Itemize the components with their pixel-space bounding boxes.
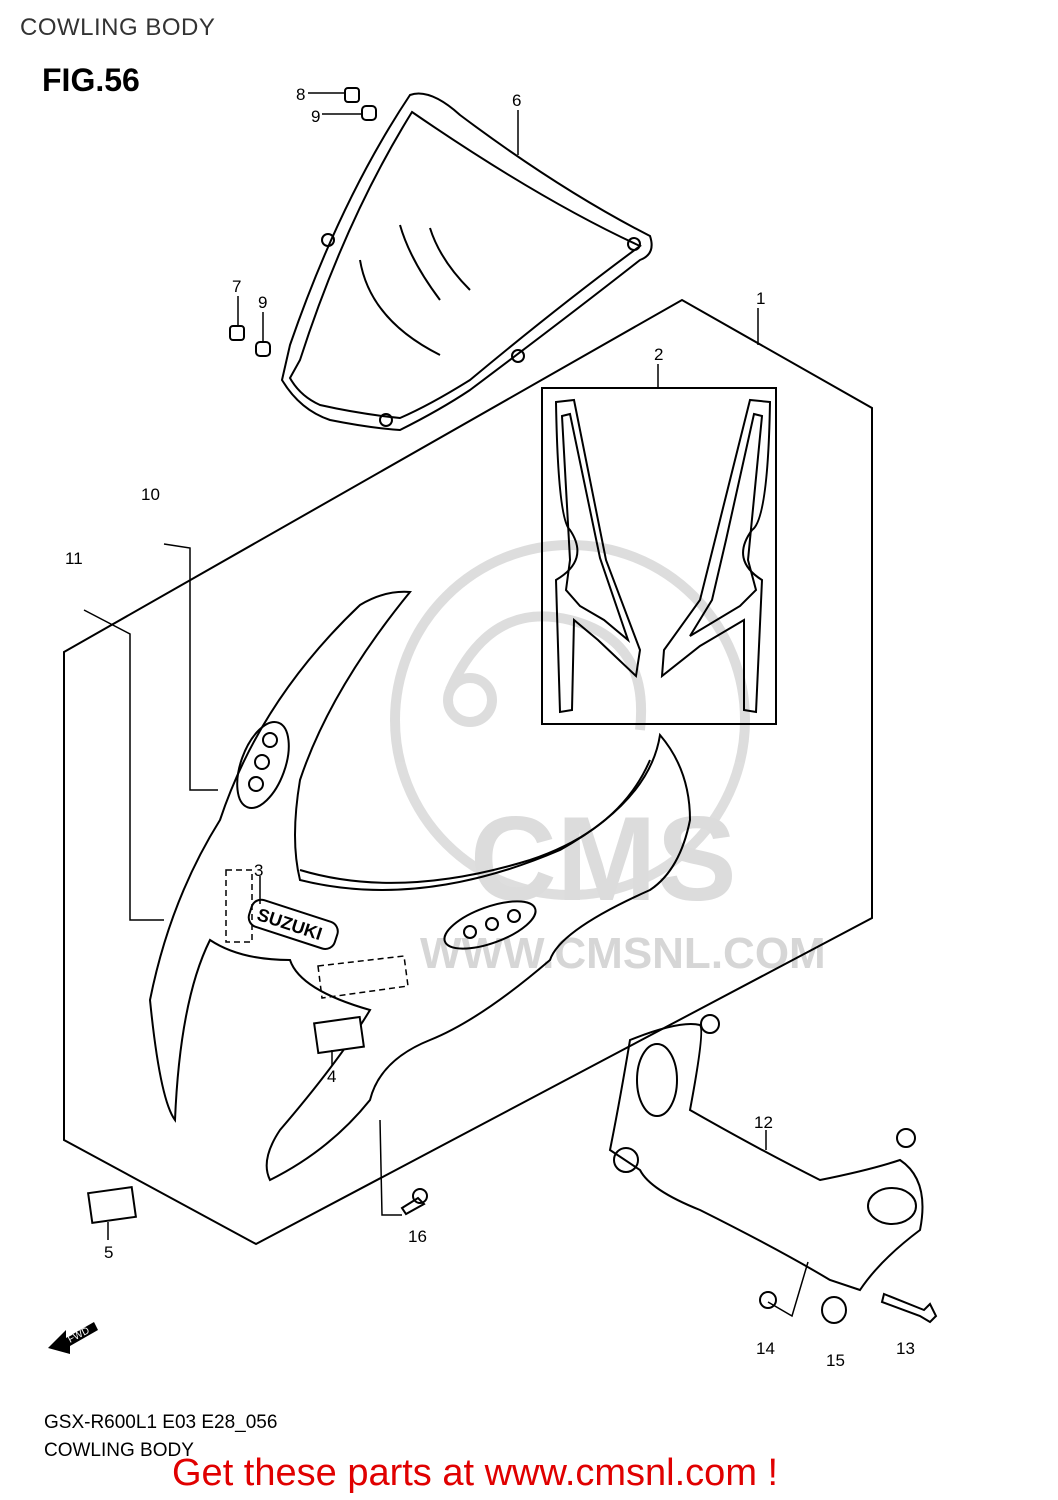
callout-9b: 9 — [258, 293, 267, 312]
model-code: GSX-R600L1 E03 E28_056 — [44, 1412, 278, 1433]
callout-14: 14 — [756, 1339, 775, 1358]
part-6-windscreen — [280, 92, 653, 432]
callout-5: 5 — [104, 1243, 113, 1262]
callout-3: 3 — [254, 861, 263, 880]
callout-8: 8 — [296, 85, 305, 104]
watermark-logo: CMS — [470, 792, 737, 926]
buy-parts-link[interactable]: Get these parts at www.cmsnl.com ! — [172, 1452, 779, 1494]
callout-9a: 9 — [311, 107, 320, 126]
cms-watermark-text: CMS WWW.CMSNL.COM — [420, 792, 826, 978]
fwd-arrow-icon: FWD — [48, 1322, 98, 1354]
callout-12: 12 — [754, 1113, 773, 1132]
leader-lines — [83, 92, 809, 1318]
part-3-emblem: SUZUKI — [247, 898, 339, 950]
callout-4: 4 — [327, 1067, 336, 1086]
callout-7: 7 — [232, 277, 241, 296]
watermark-url: WWW.CMSNL.COM — [420, 929, 826, 978]
callout-13: 13 — [896, 1339, 915, 1358]
decal-placeholders — [225, 869, 409, 999]
fwd-text: FWD — [66, 1325, 91, 1345]
figure-label: FIG.56 — [42, 62, 140, 98]
callout-1: 1 — [756, 289, 765, 308]
callout-11: 11 — [65, 549, 83, 568]
part-1-group-box — [63, 298, 873, 1246]
part-2-decal-box — [541, 387, 777, 725]
page-title: COWLING BODY — [20, 14, 216, 41]
callout-2: 2 — [654, 345, 663, 364]
part-12-bracket — [608, 1014, 924, 1292]
callout-labels: 1 2 3 4 5 6 7 8 9 9 10 11 12 13 14 15 16 — [65, 85, 915, 1370]
section-name: COWLING BODY — [44, 1440, 194, 1461]
callout-6: 6 — [512, 91, 521, 110]
part-2-decals — [554, 398, 772, 714]
part-1-cowling — [148, 590, 692, 1182]
fasteners-bottom — [400, 1188, 938, 1324]
callout-15: 15 — [826, 1351, 845, 1370]
callout-16: 16 — [408, 1227, 427, 1246]
callout-10: 10 — [141, 485, 160, 504]
part-5-patch — [86, 1185, 138, 1225]
part-4-patch — [313, 1015, 365, 1055]
